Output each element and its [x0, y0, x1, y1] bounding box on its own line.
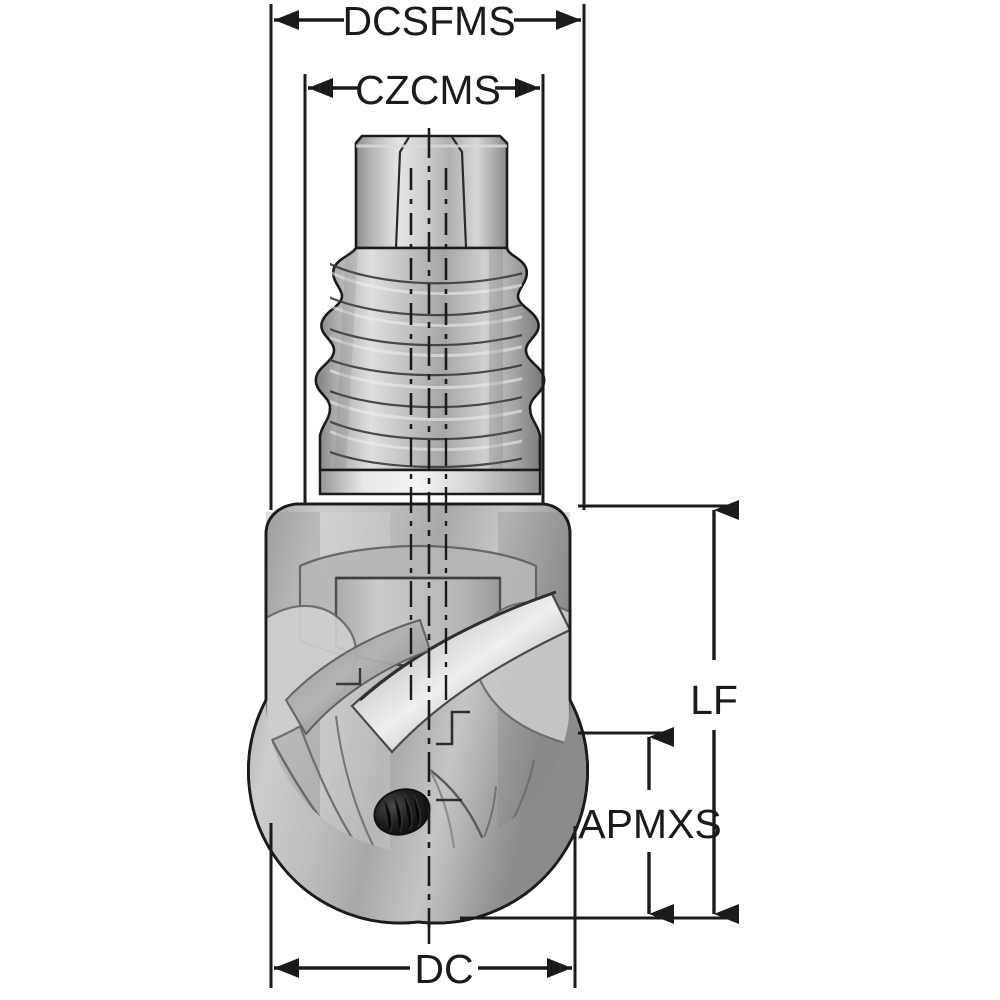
dim-label-dc: DC: [414, 946, 473, 992]
dimension-dc: DC: [269, 823, 577, 992]
coolant-hole: [373, 788, 431, 836]
dimension-apmxs: APMXS: [578, 727, 722, 924]
dim-label-apmxs: APMXS: [578, 801, 722, 847]
cutter-head: [247, 502, 589, 925]
dimension-dcsfms: DCSFMS: [269, 0, 586, 510]
dim-label-czcms: CZCMS: [355, 67, 501, 113]
tool-illustration: [247, 128, 589, 928]
dimension-czcms: CZCMS: [303, 67, 545, 504]
dimension-lf: LF: [460, 500, 739, 924]
dim-label-dcsfms: DCSFMS: [342, 0, 515, 44]
shank-pilot: [354, 134, 509, 250]
dim-label-lf: LF: [690, 677, 738, 723]
shank-thread: [314, 246, 546, 472]
centerline-group: [409, 128, 448, 928]
